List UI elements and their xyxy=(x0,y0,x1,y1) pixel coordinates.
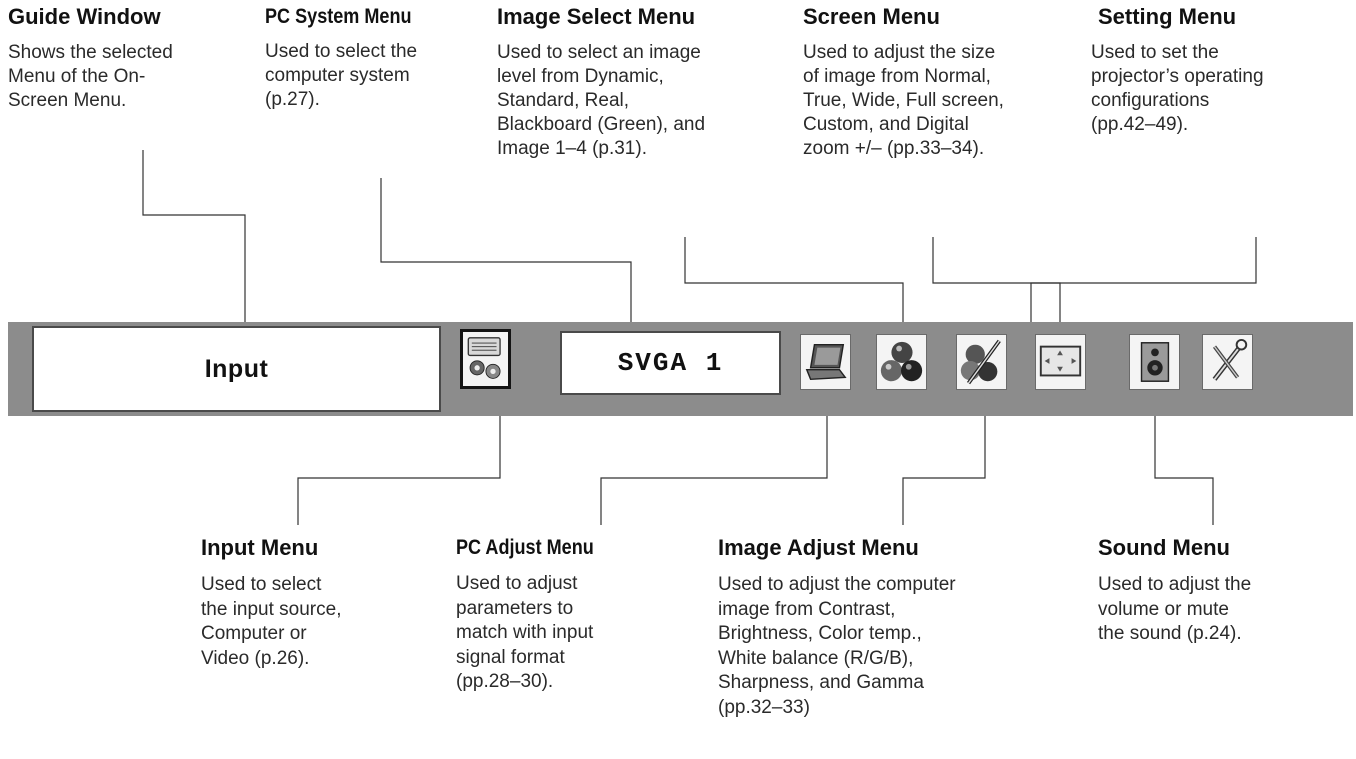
callout-pc-adjust-menu: PC Adjust Menu Used to adjust parameters… xyxy=(456,537,616,695)
pc-system-box: SVGA 1 xyxy=(560,331,781,395)
sound-menu-icon[interactable] xyxy=(1129,334,1180,390)
callout-description: Used to adjust the computer image from C… xyxy=(718,574,956,718)
callout-screen-menu: Screen Menu Used to adjust the size of i… xyxy=(803,6,1004,161)
connector-image-adjust xyxy=(902,394,986,525)
callout-title: Sound Menu xyxy=(1098,535,1230,560)
input-menu-icon[interactable] xyxy=(460,329,511,389)
callout-input-menu: Input Menu Used to select the input sour… xyxy=(201,537,341,671)
callout-setting-menu: Setting Menu Used to set the projector’s… xyxy=(1091,4,1264,137)
connector-sound xyxy=(1154,394,1214,525)
callout-title: Guide Window xyxy=(8,4,161,29)
callout-title: PC Adjust Menu xyxy=(456,536,594,559)
callout-title: Setting Menu xyxy=(1098,4,1237,29)
sound-icon xyxy=(1140,342,1170,382)
connector-setting xyxy=(1030,237,1257,332)
callout-sound-menu: Sound Menu Used to adjust the volume or … xyxy=(1098,537,1251,647)
callout-description: Used to select an image level from Dynam… xyxy=(497,42,706,159)
pc-adjust-icon xyxy=(805,343,847,381)
pc-adjust-menu-icon[interactable] xyxy=(800,334,851,390)
connector-pc-system xyxy=(380,178,632,331)
callout-title: Screen Menu xyxy=(803,4,940,29)
connector-screen xyxy=(932,237,1061,332)
screen-icon xyxy=(1039,345,1082,377)
callout-image-select-menu: Image Select Menu Used to select an imag… xyxy=(497,6,705,161)
connector-image-select xyxy=(684,237,904,332)
image-adjust-menu-icon[interactable] xyxy=(956,334,1007,390)
connector-pc-adjust xyxy=(600,394,828,525)
callout-description: Used to adjust the size of image from No… xyxy=(803,42,1004,159)
callout-description: Used to adjust the volume or mute the so… xyxy=(1098,574,1252,644)
callout-description: Used to select the input source, Compute… xyxy=(201,574,342,669)
callout-description: Used to select the computer system (p.27… xyxy=(265,41,418,110)
callout-title: Image Select Menu xyxy=(497,4,696,29)
guide-window-box: Input xyxy=(32,326,441,412)
setting-icon xyxy=(1212,338,1248,381)
callout-title: Image Adjust Menu xyxy=(718,535,919,560)
setting-menu-icon[interactable] xyxy=(1202,334,1253,390)
callout-title: PC System Menu xyxy=(265,5,412,28)
connector-input xyxy=(297,403,501,525)
callout-title: Input Menu xyxy=(201,535,319,560)
callout-description: Used to set the projector’s operating co… xyxy=(1091,42,1264,135)
image-select-icon xyxy=(880,341,923,382)
callout-pc-system-menu: PC System Menu Used to select the comput… xyxy=(265,6,435,112)
callout-description: Shows the selected Menu of the On- Scree… xyxy=(8,42,173,111)
callout-guide-window: Guide Window Shows the selected Menu of … xyxy=(8,6,173,113)
callout-description: Used to adjust parameters to match with … xyxy=(456,573,594,692)
input-icon xyxy=(467,337,501,379)
screen-menu-icon[interactable] xyxy=(1035,334,1086,390)
connector-guide-window xyxy=(142,150,246,326)
callout-image-adjust-menu: Image Adjust Menu Used to adjust the com… xyxy=(718,537,956,720)
image-select-menu-icon[interactable] xyxy=(876,334,927,390)
image-adjust-icon xyxy=(960,339,1001,385)
